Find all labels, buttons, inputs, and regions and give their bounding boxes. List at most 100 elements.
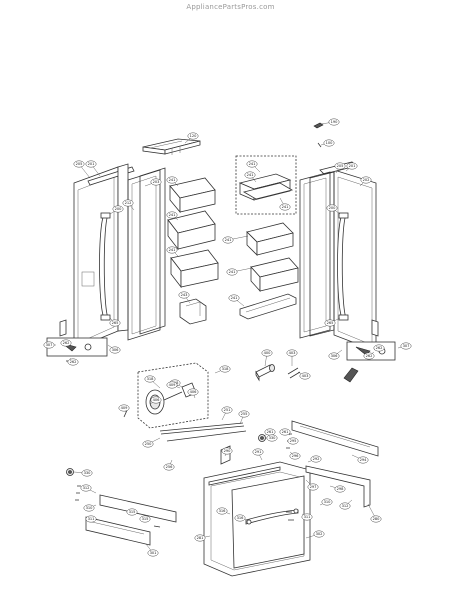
- callout-bubble: [328, 118, 340, 126]
- callout-bubble: [266, 434, 278, 442]
- callout-label-cap1: 120: [190, 134, 198, 138]
- callout-bubble: [166, 176, 178, 184]
- callout-bubble: [228, 294, 240, 302]
- callout-label-hinge_r2: 262: [376, 346, 383, 350]
- callout-bubble: [221, 406, 233, 414]
- callout-label-rl_1: 310: [86, 506, 94, 510]
- callout-label-hinge_l1: 262: [63, 341, 70, 345]
- callout-label-scr3: 316: [219, 509, 227, 513]
- callout-bubble: [81, 469, 93, 477]
- callout-bubble: [234, 514, 246, 522]
- callout-label-bar_l: 307: [46, 343, 53, 347]
- callout-label-rail_top: 255: [241, 412, 248, 416]
- bottom-small-parts: [153, 511, 294, 528]
- callout-label-r_201: 201: [349, 164, 356, 168]
- callout-bubble: [73, 160, 85, 168]
- callout-label-tube_a: 409: [121, 406, 129, 410]
- callout-label-bin_l3: 241: [169, 248, 176, 252]
- knob-part: [258, 434, 266, 442]
- callout-bubble: [313, 530, 325, 538]
- callout-bubble: [286, 349, 298, 357]
- callout-label-cart_a: 403: [289, 351, 296, 355]
- callout-label-bar_r: 307: [403, 344, 410, 348]
- callout-bubble: [126, 508, 138, 516]
- callout-bubble: [166, 246, 178, 254]
- callout-label-l_205: 205: [76, 162, 83, 166]
- callout-label-rl_3: 312: [83, 486, 90, 490]
- callout-label-r_202: 202: [363, 178, 370, 182]
- callout-bubble: [261, 349, 273, 357]
- callout-bubble: [166, 381, 178, 389]
- callout-bubble: [301, 513, 313, 521]
- callout-bubble: [328, 352, 340, 360]
- callout-bubble: [109, 346, 121, 354]
- callout-bubble: [80, 484, 92, 492]
- dashed-kit-box: [235, 155, 297, 215]
- callout-bubble: [122, 199, 134, 207]
- callout-label-clip1: 261: [267, 430, 274, 434]
- callout-bubble: [118, 404, 130, 412]
- callout-label-d_295: 295: [290, 439, 297, 443]
- callout-label-hinge_r1: 262: [366, 354, 373, 358]
- callout-label-r_205: 205: [337, 164, 344, 168]
- callout-label-hinge_l2: 262: [70, 360, 77, 364]
- callout-bubble: [150, 396, 162, 404]
- callout-bubble: [187, 132, 199, 140]
- callout-bubble: [216, 507, 228, 515]
- callout-bubble: [194, 534, 206, 542]
- callout-bubble: [112, 205, 124, 213]
- callout-label-cap2: 190: [331, 120, 339, 124]
- callout-bubble: [360, 176, 372, 184]
- callout-bubble: [339, 502, 351, 510]
- callout-bubble: [83, 504, 95, 512]
- callout-label-filter: 400: [264, 351, 272, 355]
- callout-bubble: [346, 162, 358, 170]
- callout-bubble: [238, 410, 250, 418]
- callout-label-bin_l2: 241: [169, 213, 176, 217]
- callout-bubble: [221, 447, 233, 455]
- callout-bubble: [150, 178, 162, 186]
- callout-label-rr_3: 312: [342, 504, 349, 508]
- callout-bubble: [178, 291, 190, 299]
- callout-label-mid_r3: 241: [231, 296, 238, 300]
- callout-bubble: [363, 352, 375, 360]
- callout-label-handle_r: 306: [331, 354, 339, 358]
- callout-bubble: [324, 319, 336, 327]
- drawer-left-rail: [85, 494, 177, 546]
- callout-bubble: [109, 319, 121, 327]
- callout-label-cover_r: 265: [327, 321, 334, 325]
- callout-bubble: [142, 440, 154, 448]
- callout-bubble: [144, 375, 156, 383]
- callout-bubble: [187, 388, 199, 396]
- callout-label-mid_r1: 241: [225, 238, 232, 242]
- right-door-assembly: [299, 161, 377, 352]
- right-small-bracket: [371, 319, 379, 337]
- callout-label-bin_l1: 241: [169, 178, 176, 182]
- callout-label-d_294: 294: [360, 458, 368, 462]
- callout-bubble: [326, 204, 338, 212]
- callout-label-w_281: 281: [197, 536, 204, 540]
- callout-label-rr_1: 310: [324, 500, 332, 504]
- callout-bubble: [370, 515, 382, 523]
- callout-bubble: [246, 160, 258, 168]
- callout-bubble: [400, 342, 412, 350]
- callout-label-d_290: 290: [224, 449, 232, 453]
- right-door-bins: [239, 222, 299, 320]
- callout-bubble: [166, 211, 178, 219]
- callout-bubble: [226, 268, 238, 276]
- callout-label-d_297: 297: [310, 485, 317, 489]
- callout-label-rr_2: 311: [304, 515, 311, 519]
- callout-bubble: [163, 463, 175, 471]
- callout-label-d_292: 292: [313, 457, 320, 461]
- callout-label-kit_c: 318: [222, 367, 230, 371]
- callout-bubble: [67, 358, 79, 366]
- callout-bubble: [85, 160, 97, 168]
- callout-label-knob_l: 330: [84, 471, 92, 475]
- callout-label-r_200: 200: [329, 206, 337, 210]
- callout-label-tube_b: 409: [169, 383, 177, 387]
- callout-bubble: [323, 139, 335, 147]
- callout-bubble: [321, 498, 333, 506]
- callout-label-pin_a: 406: [153, 398, 161, 402]
- callout-bubble: [139, 515, 151, 523]
